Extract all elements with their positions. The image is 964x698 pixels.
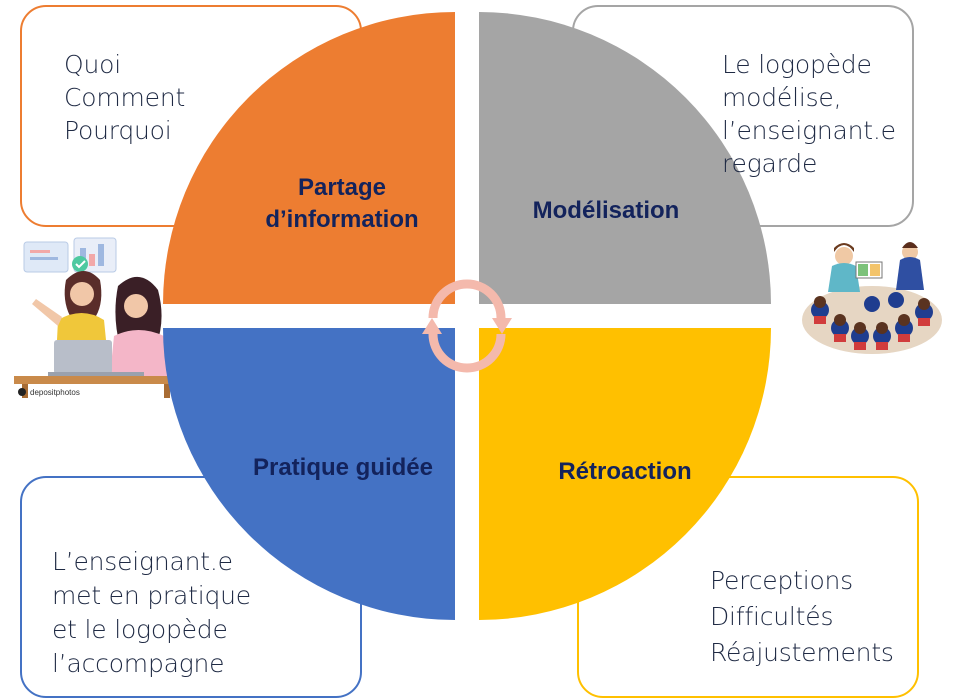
callout-text-bottom-right: Perceptions Difficultés Réajustements bbox=[710, 563, 894, 671]
callout-line: Le logopède bbox=[722, 50, 872, 79]
callout-line: Comment bbox=[64, 83, 186, 112]
callout-line: et le logopède bbox=[52, 615, 228, 644]
quadrant-retroaction bbox=[479, 328, 771, 620]
callout-line: modélise, bbox=[722, 83, 842, 112]
quadrant-label-modelisation: Modélisation bbox=[532, 197, 680, 224]
cycle-arrows-icon bbox=[422, 279, 512, 373]
callout-line: l’enseignant.e bbox=[722, 116, 896, 145]
quadrant-partage bbox=[163, 12, 455, 304]
callout-line: Difficultés bbox=[710, 602, 834, 631]
quadrant-modelisation bbox=[479, 12, 771, 304]
quadrant-label-retroaction: Rétroaction bbox=[558, 458, 692, 485]
callout-line: Perceptions bbox=[710, 566, 854, 595]
illustration-caption: depositphotos bbox=[30, 388, 80, 397]
teacher-reading-to-children-illustration bbox=[802, 242, 942, 354]
callout-text-bottom-left: L’enseignant.e met en pratique et le log… bbox=[52, 545, 251, 681]
callout-line: l’accompagne bbox=[52, 649, 225, 678]
callout-line: met en pratique bbox=[52, 581, 251, 610]
callout-text-top-right: Le logopède modélise, l’enseignant.e reg… bbox=[722, 48, 896, 180]
callout-line: Réajustements bbox=[710, 638, 894, 667]
callout-line: Quoi bbox=[64, 50, 121, 79]
callout-line: regarde bbox=[722, 149, 818, 178]
callout-text-top-left: Quoi Comment Pourquoi bbox=[64, 48, 185, 147]
callout-line: L’enseignant.e bbox=[52, 547, 233, 576]
quadrant-label-pratique: Pratique guidée bbox=[252, 454, 434, 481]
two-women-at-laptop-illustration: depositphotos bbox=[14, 236, 186, 402]
quadrant-pratique bbox=[163, 328, 455, 620]
quadrant-label-partage: Partage d’information bbox=[265, 174, 419, 233]
callout-line: Pourquoi bbox=[64, 116, 172, 145]
